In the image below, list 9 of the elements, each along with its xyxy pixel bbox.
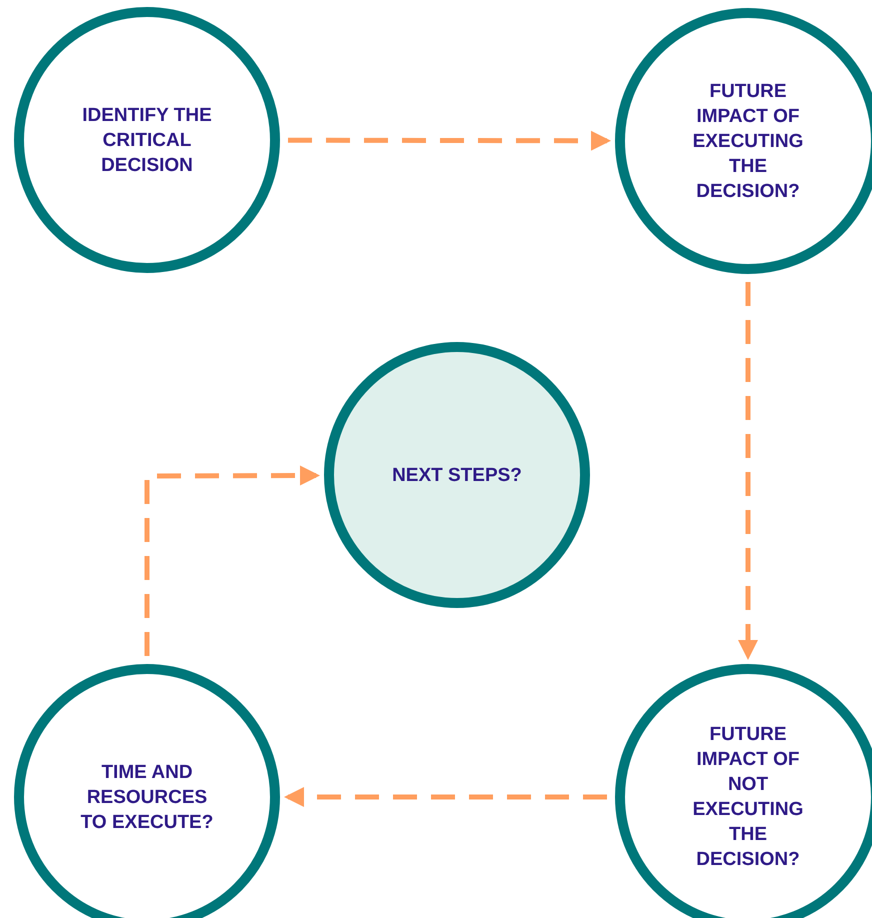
node-label: NEXT STEPS?: [391, 464, 523, 488]
node-label: TIME AND RESOURCES TO EXECUTE?: [80, 760, 214, 834]
node-label: IDENTIFY THE CRITICAL DECISION: [81, 104, 213, 178]
dashed-arrow: [284, 787, 607, 807]
node-label: FUTURE IMPACT OF NOT EXECUTING THE DECISION?: [692, 723, 804, 872]
dashed-arrow: [144, 466, 320, 656]
dashed-arrow: [738, 282, 758, 660]
node-label: FUTURE IMPACT OF EXECUTING THE DECISION?: [692, 80, 804, 204]
dashed-arrow: [288, 130, 611, 151]
